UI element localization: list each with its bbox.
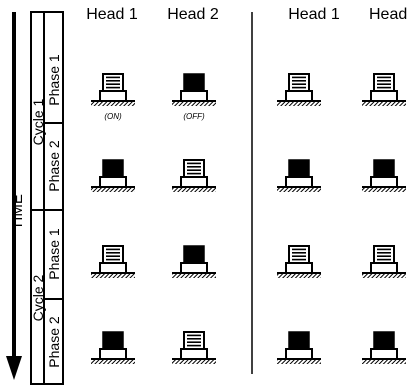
phase-label: Phase 1 bbox=[46, 54, 62, 106]
head-icon-on bbox=[91, 245, 135, 278]
head-icon-on bbox=[172, 159, 216, 192]
column-header-head-1: Head 1 bbox=[288, 6, 340, 23]
head-icon-on bbox=[277, 245, 321, 278]
head-icon-on bbox=[91, 73, 135, 106]
time-label: TIME bbox=[9, 194, 26, 230]
phase-label: Phase 2 bbox=[46, 140, 62, 192]
head-icon-off bbox=[172, 245, 216, 278]
column-header-head-1: Head 1 bbox=[86, 6, 138, 23]
head-icon-off bbox=[91, 159, 135, 192]
phase-label: Phase 2 bbox=[46, 316, 62, 368]
phase-label: Phase 1 bbox=[46, 228, 62, 280]
column-header-head: Head bbox=[369, 6, 407, 23]
time-arrow bbox=[6, 12, 22, 380]
cycle-label: Cycle 1 bbox=[30, 98, 46, 145]
head-icon-off bbox=[277, 331, 321, 364]
head-icon-off bbox=[91, 331, 135, 364]
head-icon-on bbox=[277, 73, 321, 106]
head-icon-on bbox=[362, 73, 406, 106]
head-icon-on bbox=[362, 245, 406, 278]
head-icon-off bbox=[362, 331, 406, 364]
head-icon-off bbox=[277, 159, 321, 192]
state-label-on: (ON) bbox=[104, 112, 122, 121]
row-label-table bbox=[30, 11, 64, 385]
head-icon-off bbox=[172, 73, 216, 106]
cycle-label: Cycle 2 bbox=[30, 274, 46, 321]
head-icon-off bbox=[362, 159, 406, 192]
head-icon-on bbox=[172, 331, 216, 364]
state-label-off: (OFF) bbox=[183, 112, 205, 121]
head-icons bbox=[91, 73, 406, 364]
column-header-head-2: Head 2 bbox=[167, 6, 219, 23]
